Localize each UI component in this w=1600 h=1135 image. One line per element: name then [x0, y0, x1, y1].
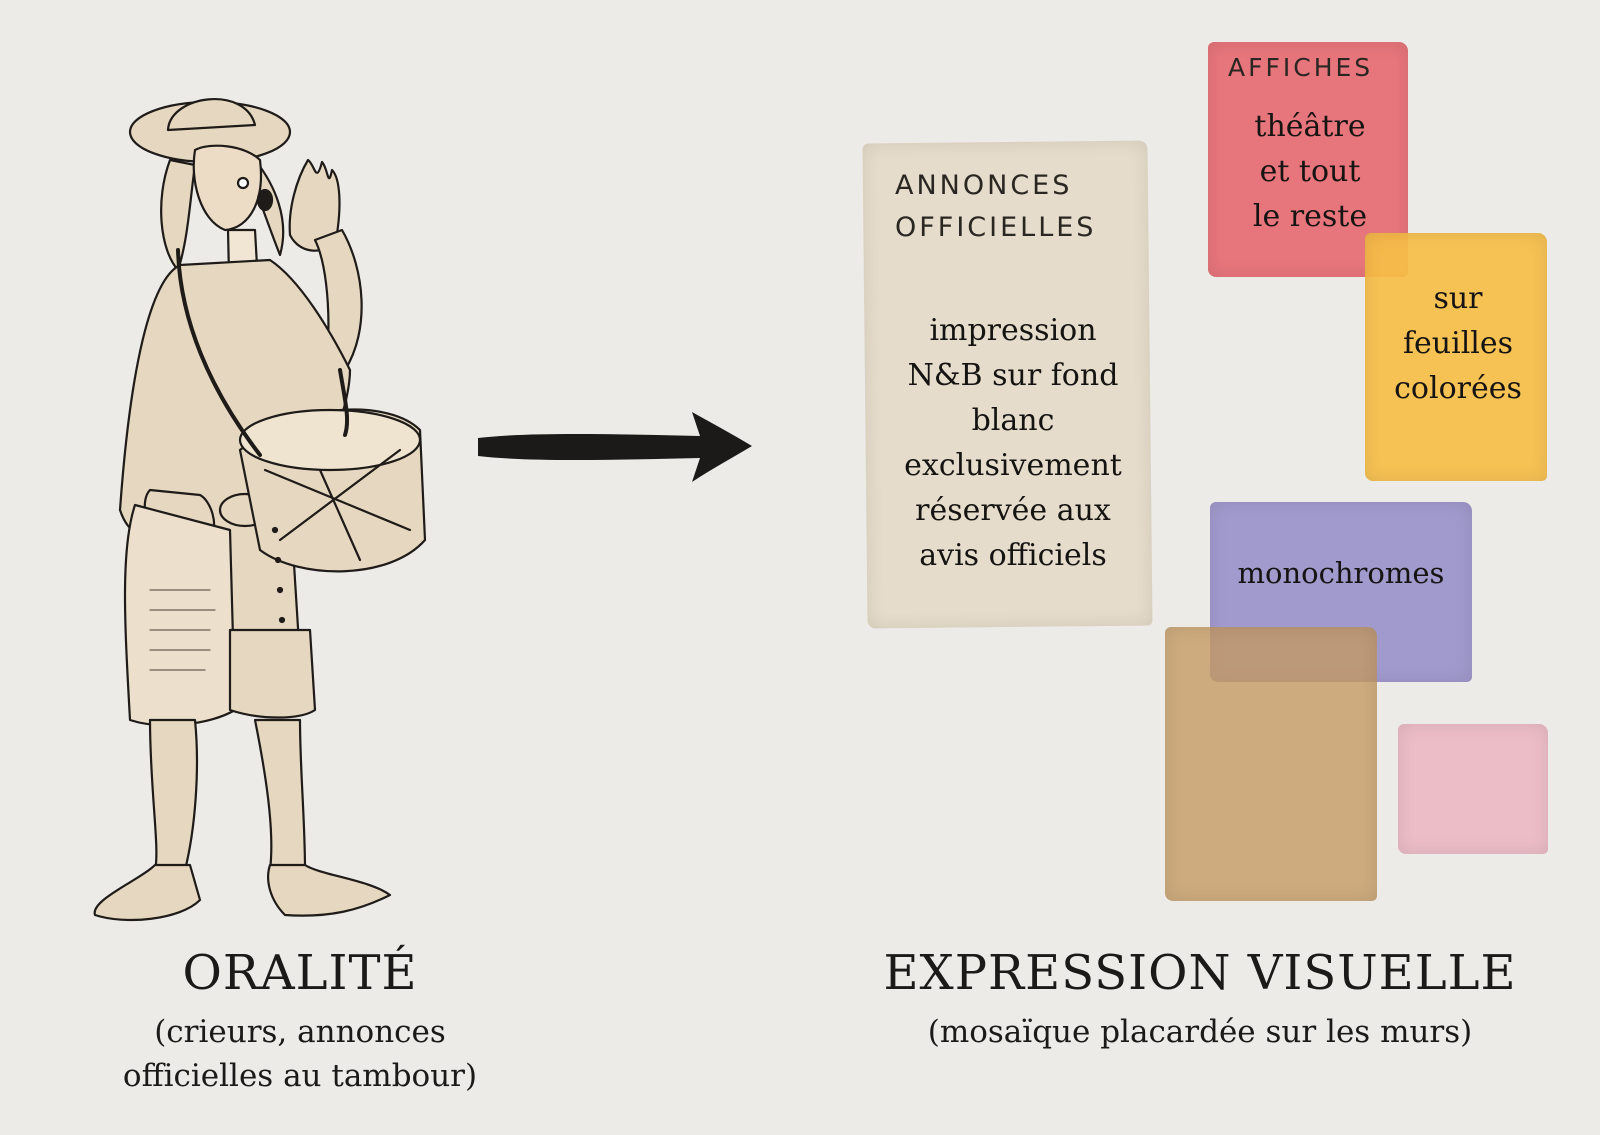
- right-arrow-icon: [478, 412, 752, 482]
- colored-sheets-yellow-swatch: [1365, 233, 1547, 481]
- affiches-text-line: et tout: [1259, 154, 1361, 189]
- official-panel-body-line: impression: [929, 313, 1097, 348]
- colored-sheets-text-line: colorées: [1394, 371, 1522, 406]
- monochromes-text: monochromes: [1237, 556, 1445, 590]
- colored-sheets-text: sur feuilles colorées: [1368, 276, 1548, 411]
- affiches-text-line: théâtre: [1254, 109, 1366, 144]
- colored-sheets-text-line: feuilles: [1402, 326, 1514, 361]
- official-panel-title: ANNONCES OFFICIELLES: [895, 165, 1135, 249]
- tan-swatch: [1165, 627, 1377, 901]
- affiches-text: théâtre et tout le reste: [1210, 104, 1410, 239]
- official-panel-body-line: avis officiels: [919, 538, 1107, 573]
- colored-sheets-text-line: sur: [1433, 281, 1483, 316]
- official-panel-body: impression N&B sur fond blanc exclusivem…: [878, 308, 1148, 578]
- official-panel-body-line: N&B sur fond: [907, 358, 1119, 393]
- official-panel-body-line: blanc: [971, 403, 1055, 438]
- oralite-title: ORALITÉ: [182, 945, 418, 1001]
- official-panel-body-line: exclusivement: [904, 448, 1122, 483]
- official-panel-title-line-2: OFFICIELLES: [895, 212, 1097, 243]
- pink-swatch: [1398, 724, 1548, 854]
- town-crier-figure-icon: [93, 98, 427, 922]
- expression-visuelle-subtitle: (mosaïque placardée sur les murs): [927, 1014, 1473, 1050]
- affiches-text-line: le reste: [1252, 199, 1368, 234]
- official-panel-title-line-1: ANNONCES: [895, 170, 1073, 201]
- official-panel-body-line: réservée aux: [915, 493, 1111, 528]
- oralite-subtitle: (crieurs, annonces officielles au tambou…: [55, 1010, 545, 1098]
- oralite-subtitle-line-2: officielles au tambour): [122, 1058, 478, 1094]
- oralite-subtitle-line-1: (crieurs, annonces: [154, 1014, 446, 1050]
- affiches-label: AFFICHES: [1228, 53, 1374, 82]
- expression-visuelle-title: EXPRESSION VISUELLE: [883, 945, 1517, 1001]
